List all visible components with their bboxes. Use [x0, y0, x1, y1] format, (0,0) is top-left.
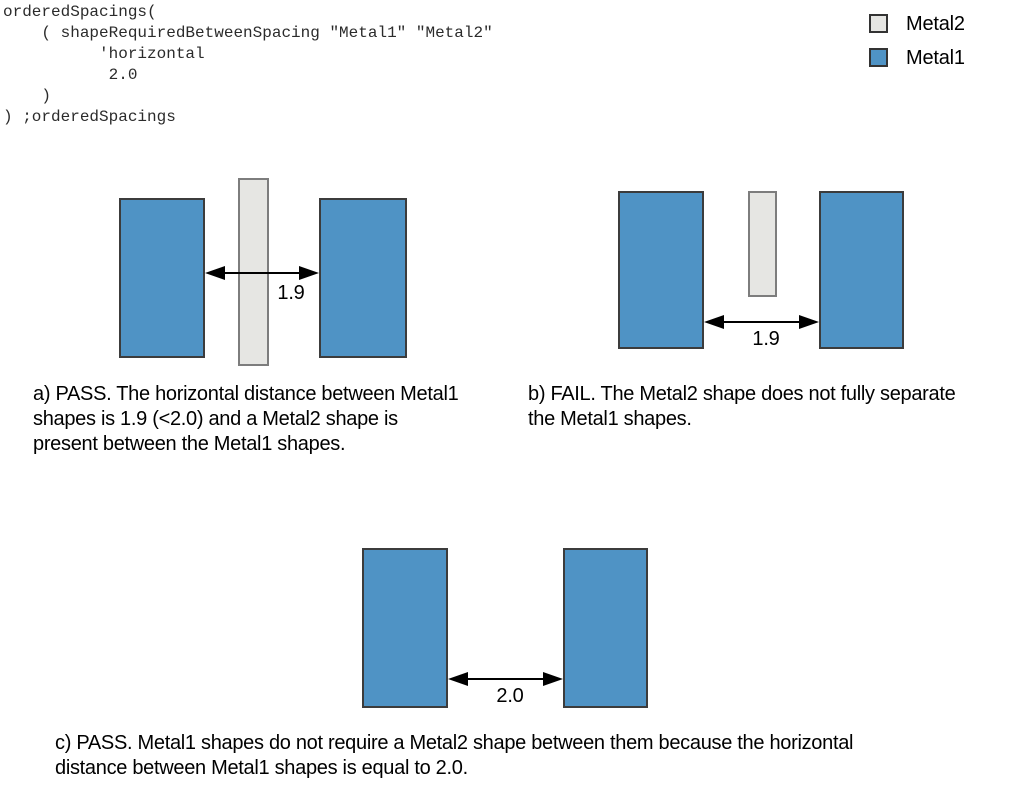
- figure-c-caption: c) PASS. Metal1 shapes do not require a …: [55, 731, 985, 781]
- arrow-line: [708, 321, 815, 323]
- arrowhead-right-icon: [799, 315, 819, 329]
- spacing-value: 1.9: [752, 328, 780, 350]
- arrow-line: [209, 272, 315, 274]
- caption-line: distance between Metal1 shapes is equal …: [55, 757, 468, 779]
- metal1-rect-left: [119, 198, 205, 358]
- legend-label-metal2: Metal2: [906, 13, 965, 35]
- metal1-rect-right: [319, 198, 407, 358]
- code-block: orderedSpacings( ( shapeRequiredBetweenS…: [3, 3, 493, 126]
- spacing-arrow: [205, 266, 319, 280]
- caption-line: the Metal1 shapes.: [528, 408, 692, 430]
- arrowhead-right-icon: [299, 266, 319, 280]
- legend-swatch-metal1: [869, 48, 888, 67]
- arrowhead-right-icon: [543, 672, 563, 686]
- spacing-arrow: [448, 672, 563, 686]
- caption-line: a) PASS. The horizontal distance between…: [33, 383, 459, 405]
- arrow-line: [452, 678, 559, 680]
- spacing-value: 1.9: [277, 282, 305, 304]
- metal1-rect-right: [819, 191, 904, 349]
- metal1-rect-left: [618, 191, 704, 349]
- metal1-rect-right: [563, 548, 648, 708]
- caption-line: shapes is 1.9 (<2.0) and a Metal2 shape …: [33, 408, 398, 430]
- spacing-arrow: [704, 315, 819, 329]
- figure-a-caption: a) PASS. The horizontal distance between…: [33, 382, 513, 457]
- caption-line: present between the Metal1 shapes.: [33, 433, 346, 455]
- spacing-value: 2.0: [496, 685, 524, 707]
- caption-line: b) FAIL. The Metal2 shape does not fully…: [528, 383, 956, 405]
- metal1-rect-left: [362, 548, 448, 708]
- legend-swatch-metal2: [869, 14, 888, 33]
- caption-line: c) PASS. Metal1 shapes do not require a …: [55, 732, 854, 754]
- figure-b-caption: b) FAIL. The Metal2 shape does not fully…: [528, 382, 1008, 432]
- legend-label-metal1: Metal1: [906, 47, 965, 69]
- metal2-rect: [748, 191, 777, 297]
